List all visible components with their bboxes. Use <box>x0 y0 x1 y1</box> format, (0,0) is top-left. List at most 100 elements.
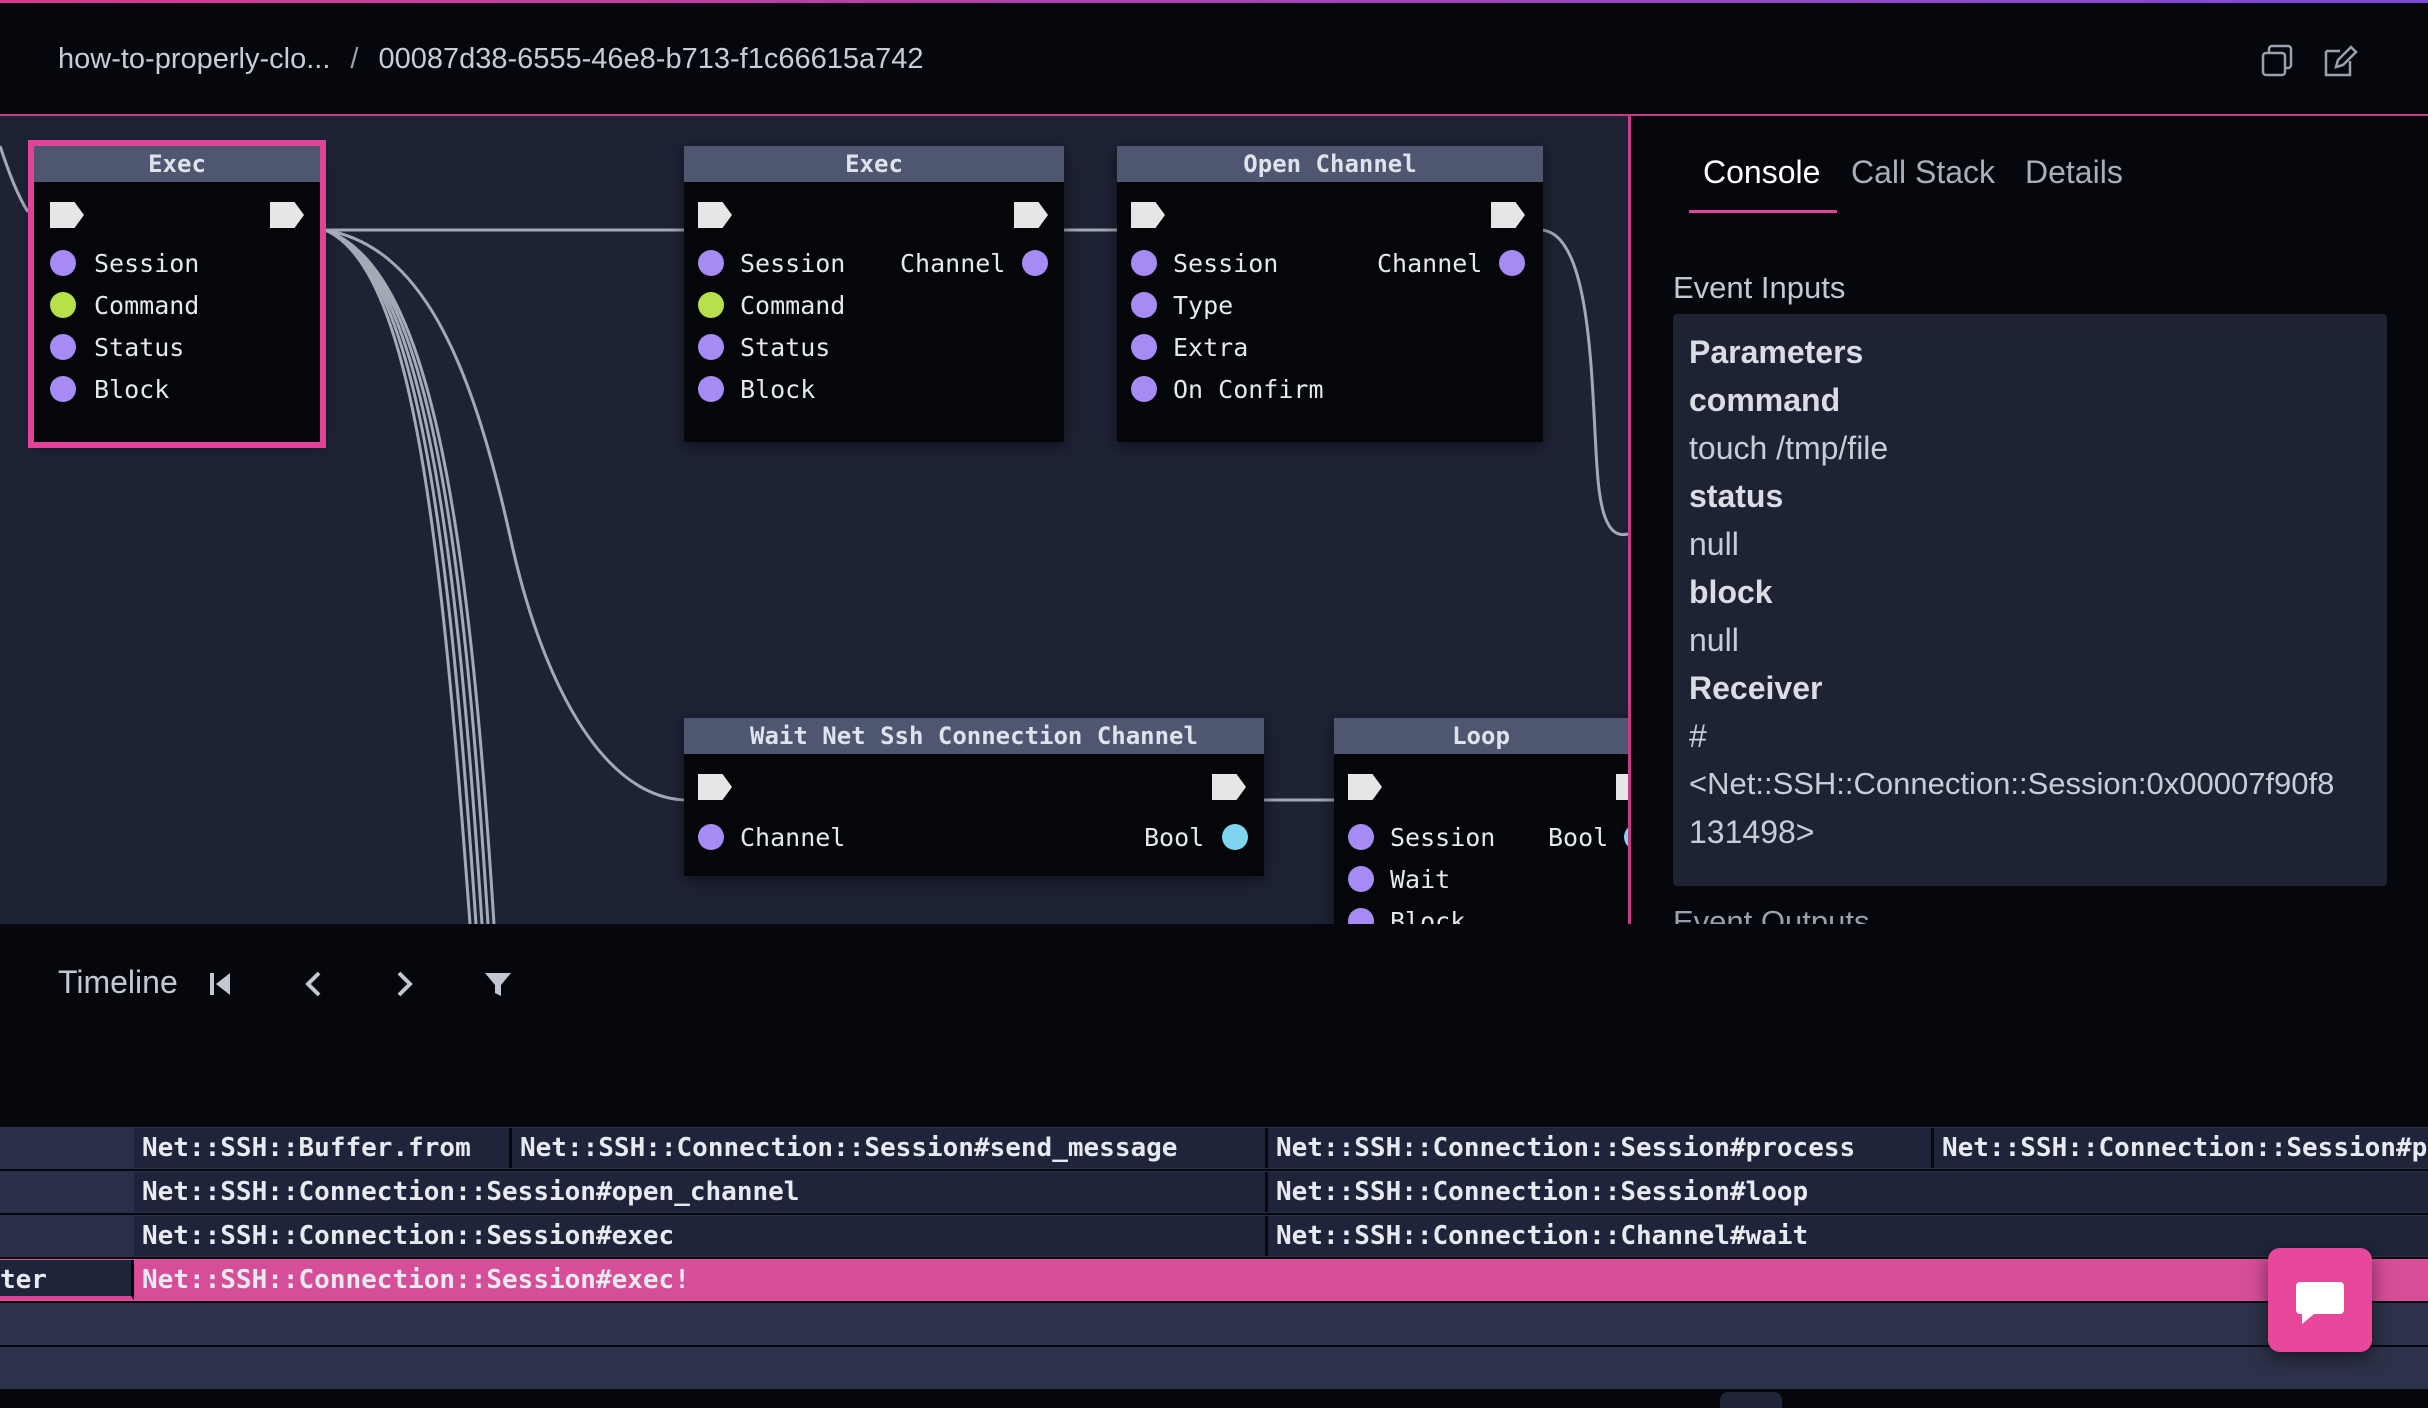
wire-open-channel-out <box>1539 228 1628 537</box>
pin-label-block: Block <box>1390 907 1466 926</box>
timeline-row: Net::SSH::Buffer.from Net::SSH::Connecti… <box>0 1127 2428 1169</box>
channel-out-pin[interactable] <box>1499 250 1525 276</box>
call-block[interactable]: ter <box>0 1260 134 1300</box>
exec-in-pin[interactable] <box>698 202 732 228</box>
param-line: status <box>1689 478 1784 514</box>
timeline-row-empty <box>0 1303 2428 1345</box>
loop-node[interactable]: Loop Session Bool Wait Block <box>1334 718 1628 926</box>
pin-label-command: Command <box>94 291 200 320</box>
graph-canvas[interactable]: Exec Session Command Status Block Exec S… <box>0 114 1628 926</box>
node-title: Wait Net Ssh Connection Channel <box>684 718 1264 754</box>
exec-in-pin[interactable] <box>1131 202 1165 228</box>
tab-details[interactable]: Details <box>2025 154 2123 190</box>
pin-label-session: Session <box>1390 823 1496 852</box>
filter-icon[interactable] <box>480 966 516 1002</box>
tab-call-stack[interactable]: Call Stack <box>1851 154 1996 190</box>
exec-in-pin[interactable] <box>698 774 732 800</box>
bool-out-pin[interactable] <box>1624 824 1628 850</box>
call-block[interactable]: Net::SSH::Connection::Session#p <box>1934 1128 2428 1168</box>
param-line: Parameters <box>1689 334 1864 370</box>
call-block[interactable]: Net::SSH::Connection::Session#send_messa… <box>512 1128 1268 1168</box>
node-title: Exec <box>34 146 320 182</box>
channel-out-pin[interactable] <box>1022 250 1048 276</box>
param-line: touch /tmp/file <box>1689 430 1889 466</box>
wait-channel-node[interactable]: Wait Net Ssh Connection Channel Channel … <box>684 718 1264 876</box>
wait-pin[interactable] <box>1348 866 1374 892</box>
pin-label-session: Session <box>94 249 200 278</box>
bool-out-pin[interactable] <box>1222 824 1248 850</box>
skip-start-icon[interactable] <box>202 966 238 1002</box>
session-pin[interactable] <box>1131 250 1157 276</box>
status-pin[interactable] <box>698 334 724 360</box>
pin-label-channel: Channel <box>1377 249 1483 278</box>
pin-label-block: Block <box>740 375 816 404</box>
channel-pin[interactable] <box>698 824 724 850</box>
call-block[interactable]: Net::SSH::Connection::Session#open_chann… <box>134 1172 1268 1212</box>
session-pin[interactable] <box>50 250 76 276</box>
call-block[interactable]: Net::SSH::Connection::Session#process <box>1268 1128 1934 1168</box>
breadcrumb-trace-id: 00087d38-6555-46e8-b713-f1c66615a742 <box>378 43 924 75</box>
chevron-right-icon[interactable] <box>386 966 422 1002</box>
pin-label-bool: Bool <box>1144 823 1205 852</box>
block-pin[interactable] <box>50 376 76 402</box>
exec-out-pin[interactable] <box>270 202 304 228</box>
exec-out-pin[interactable] <box>1491 202 1525 228</box>
timeline-row-selected: ter Net::SSH::Connection::Session#exec! <box>0 1259 2428 1301</box>
pin-label-status: Status <box>94 333 185 362</box>
session-pin[interactable] <box>1348 824 1374 850</box>
node-title: Open Channel <box>1117 146 1543 182</box>
exec-out-pin[interactable] <box>1014 202 1048 228</box>
timeline-label: Timeline <box>58 964 178 1000</box>
session-pin[interactable] <box>698 250 724 276</box>
call-block[interactable]: Net::SSH::Connection::Session#exec <box>134 1216 1268 1256</box>
call-block-selected[interactable]: Net::SSH::Connection::Session#exec! <box>134 1260 2428 1300</box>
pin-label-session: Session <box>1173 249 1279 278</box>
status-pin[interactable] <box>50 334 76 360</box>
param-line: Receiver <box>1689 670 1823 706</box>
wire-exec-wait <box>324 228 685 802</box>
chevron-left-icon[interactable] <box>296 966 332 1002</box>
type-pin[interactable] <box>1131 292 1157 318</box>
param-line: <Net::SSH::Connection::Session:0x00007f9… <box>1689 766 2335 801</box>
on-confirm-pin[interactable] <box>1131 376 1157 402</box>
extra-pin[interactable] <box>1131 334 1157 360</box>
timeline-row: Net::SSH::Connection::Session#exec Net::… <box>0 1215 2428 1257</box>
breadcrumb: how-to-properly-clo... / 00087d38-6555-46e… <box>58 43 923 76</box>
exec-in-pin[interactable] <box>50 202 84 228</box>
command-pin[interactable] <box>50 292 76 318</box>
param-line: 131498> <box>1689 814 1815 850</box>
breadcrumb-project-link[interactable]: how-to-properly-clo... <box>58 43 331 75</box>
call-block[interactable]: Net::SSH::Connection::Session#loop <box>1268 1172 2428 1212</box>
param-line: # <box>1689 718 1707 754</box>
scroll-handle[interactable] <box>1720 1392 1782 1408</box>
param-line: null <box>1689 622 1739 658</box>
breadcrumb-separator: / <box>350 43 359 75</box>
timeline-row: Net::SSH::Connection::Session#open_chann… <box>0 1171 2428 1213</box>
timeline-panel: Timeline Net::SSH::Buffer.from Net::SSH:… <box>0 924 2428 1408</box>
pin-label-wait: Wait <box>1390 865 1451 894</box>
edit-icon[interactable] <box>2320 41 2360 81</box>
block-pin[interactable] <box>1348 908 1374 924</box>
wires <box>0 145 1628 924</box>
pin-label-type: Type <box>1173 291 1234 320</box>
top-accent-line <box>0 0 2428 3</box>
param-line: block <box>1689 574 1773 610</box>
call-block[interactable]: Net::SSH::Buffer.from <box>134 1128 512 1168</box>
exec-node-selected[interactable]: Exec Session Command Status Block <box>28 140 326 448</box>
exec-out-pin[interactable] <box>1616 774 1628 800</box>
event-inputs-box: Parameters command touch /tmp/file statu… <box>1673 314 2387 886</box>
open-channel-node[interactable]: Open Channel Session Channel Type Extra … <box>1117 146 1543 442</box>
pin-label-channel: Channel <box>740 823 846 852</box>
timeline-row-empty <box>0 1347 2428 1389</box>
exec-in-pin[interactable] <box>1348 774 1382 800</box>
exec-out-pin[interactable] <box>1212 774 1246 800</box>
command-pin[interactable] <box>698 292 724 318</box>
event-outputs-label: Event Outputs <box>1673 904 1870 926</box>
call-block[interactable]: Net::SSH::Connection::Channel#wait <box>1268 1216 2428 1256</box>
chat-icon <box>2296 1282 2344 1324</box>
exec-node[interactable]: Exec Session Channel Command Status Bloc… <box>684 146 1064 442</box>
tab-console[interactable]: Console <box>1703 154 1821 190</box>
block-pin[interactable] <box>698 376 724 402</box>
chat-button[interactable] <box>2268 1248 2372 1352</box>
copy-icon[interactable] <box>2260 41 2300 81</box>
